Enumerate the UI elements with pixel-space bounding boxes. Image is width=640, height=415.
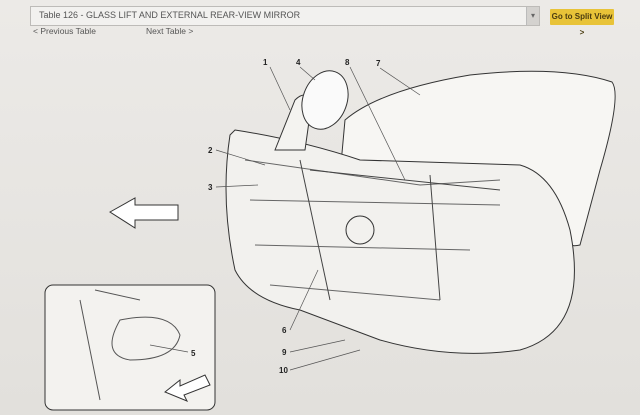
callout-leaders bbox=[215, 66, 421, 371]
callout-7: 7 bbox=[376, 59, 381, 68]
callout-9: 9 bbox=[282, 348, 287, 357]
door-panel bbox=[225, 129, 575, 354]
table-select-value: Table 126 - GLASS LIFT AND EXTERNAL REAR… bbox=[39, 10, 301, 20]
inset-arrow-icon bbox=[164, 374, 211, 402]
table-select[interactable]: Table 126 - GLASS LIFT AND EXTERNAL REAR… bbox=[30, 6, 540, 26]
mirror-glass bbox=[301, 70, 349, 130]
window-motor bbox=[345, 215, 375, 245]
callout-10: 10 bbox=[279, 366, 288, 375]
callout-5: 5 bbox=[191, 349, 196, 358]
next-table-link[interactable]: Next Table > bbox=[146, 26, 194, 36]
chevron-down-icon[interactable]: ▾ bbox=[526, 7, 539, 25]
callout-3: 3 bbox=[208, 183, 213, 192]
inset-detail-box bbox=[44, 284, 216, 411]
direction-arrow-icon bbox=[109, 197, 179, 229]
callout-2: 2 bbox=[208, 146, 213, 155]
callout-1: 1 bbox=[263, 58, 268, 67]
callout-5-leader bbox=[149, 344, 189, 353]
chevron-right-icon: > bbox=[579, 28, 585, 37]
door-structure bbox=[244, 159, 501, 301]
parts-diagram: 1 4 8 7 2 3 6 9 10 5 bbox=[44, 58, 616, 411]
go-to-split-view-button[interactable]: Go to Split View > bbox=[550, 9, 614, 37]
split-view-label: Go to Split View bbox=[551, 12, 613, 21]
callout-6: 6 bbox=[282, 326, 287, 335]
callout-4: 4 bbox=[296, 58, 301, 67]
inset-mirror bbox=[79, 289, 181, 401]
callout-8: 8 bbox=[345, 58, 350, 67]
previous-table-link[interactable]: < Previous Table bbox=[33, 26, 96, 36]
